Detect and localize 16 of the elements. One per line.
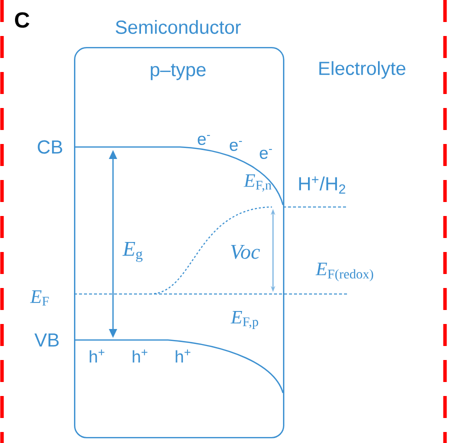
level-label: E$_{F}$ <box>30 290 49 306</box>
hole-symbol: h$^{+}$ <box>90 349 104 363</box>
region-label: p–type <box>150 64 206 80</box>
level-label: E$_{F(redox)}$ <box>316 262 374 282</box>
electron-symbol: e$^{-}$ <box>198 134 210 145</box>
hole-symbol: h$^{+}$ <box>176 349 190 363</box>
voltage-label: Voc <box>231 244 260 259</box>
heading: Semiconductor <box>116 20 241 34</box>
level-label: E$_{F,n}$ <box>244 174 272 192</box>
hole-symbol: h$^{+}$ <box>132 349 148 363</box>
region-label: Electrolyte <box>319 61 406 79</box>
electron-symbol: e$^{-}$ <box>260 148 272 159</box>
electron-symbol: e$^{-}$ <box>230 140 242 151</box>
level-label: E$_{F,p}$ <box>230 311 258 329</box>
panel-letter: C <box>15 12 30 28</box>
energy-label: E$_{g}$ <box>122 242 143 262</box>
